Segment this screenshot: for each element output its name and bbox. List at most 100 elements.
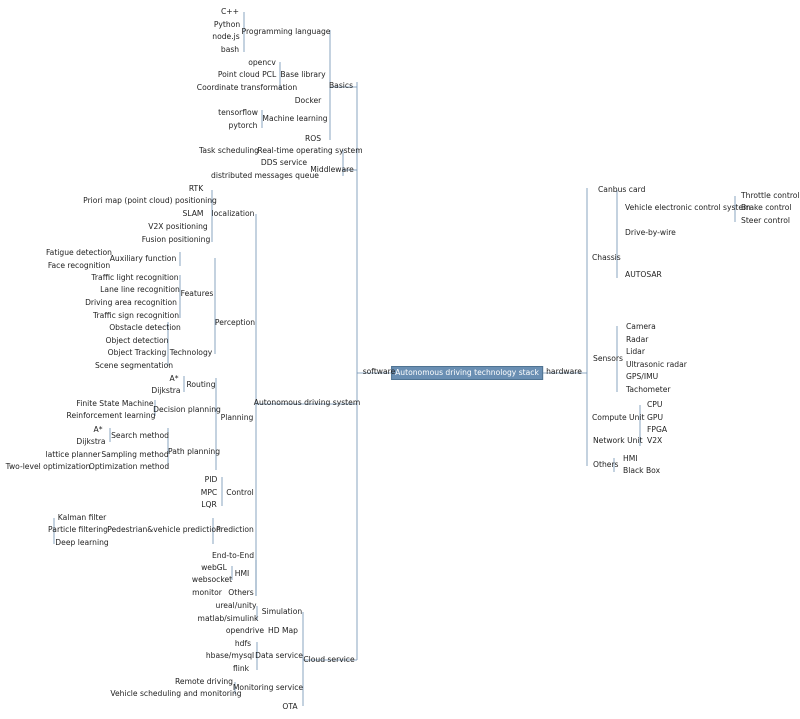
node-machine-learning[interactable]: Machine learning [262,114,328,123]
node-particle-filtering[interactable]: Particle filtering [48,525,108,534]
node-pytorch[interactable]: pytorch [228,121,258,130]
node-obstacle-detection[interactable]: Obstacle detection [109,323,181,332]
node-sensors[interactable]: Sensors [593,354,623,363]
node-monitor[interactable]: monitor [192,588,222,597]
node-auxiliary-function[interactable]: Auxiliary function [109,254,177,263]
node-end-to-end[interactable]: End-to-End [211,551,255,560]
node-cpu[interactable]: CPU [647,400,663,409]
node-webgl[interactable]: webGL [201,563,227,572]
node-dds-service[interactable]: DDS service [260,158,308,167]
node-remote-driving[interactable]: Remote driving [174,677,234,686]
node-path-planning[interactable]: Path planning [167,447,221,456]
node-programming-language[interactable]: Programming language [241,27,331,36]
node-lidar[interactable]: Lidar [626,347,645,356]
node-throttle-control[interactable]: Throttle control [741,191,800,200]
node-task-scheduling[interactable]: Task scheduling [199,146,259,155]
node-distributed-messages-queue[interactable]: distributed messages queue [211,171,319,180]
node-lattice-planner[interactable]: lattice planner [45,450,101,459]
node-gps-imu[interactable]: GPS/IMU [626,372,659,381]
node-hmi-software[interactable]: HMI [234,569,250,578]
node-search-method[interactable]: Search method [111,431,169,440]
node-others-software[interactable]: Others [228,588,254,597]
node-matlab-simulink[interactable]: matlab/simulink [197,614,259,623]
node-hd-map[interactable]: HD Map [268,626,298,635]
node-prediction[interactable]: Prediction [216,525,254,534]
node-dijkstra-routing[interactable]: Dijkstra [151,386,181,395]
node-tachometer[interactable]: Tachometer [626,385,671,394]
node-localization[interactable]: localization [211,209,255,218]
node-nodejs[interactable]: node.js [212,32,240,41]
node-priori-map-positioning[interactable]: Priori map (point cloud) positioning [83,196,217,205]
node-object-tracking[interactable]: Object Tracking [107,348,167,357]
node-deep-learning[interactable]: Deep learning [55,538,109,547]
node-fpga[interactable]: FPGA [647,425,668,434]
node-technology[interactable]: Technology [169,348,213,357]
node-face-recognition[interactable]: Face recognition [47,261,111,270]
node-rtos[interactable]: Real-time operating system [257,146,363,155]
node-autonomous-driving-system[interactable]: Autonomous driving system [253,398,361,407]
node-radar[interactable]: Radar [626,335,649,344]
node-kalman-filter[interactable]: Kalman filter [57,513,107,522]
node-mpc[interactable]: MPC [200,488,218,497]
node-camera[interactable]: Camera [626,322,656,331]
node-pedestrian-vehicle-prediction[interactable]: Pedestrian&vehicle prediction [107,525,221,534]
node-hardware[interactable]: hardware [546,367,582,376]
node-data-service[interactable]: Data service [255,651,303,660]
node-others-hardware[interactable]: Others [593,460,619,469]
node-chassis[interactable]: Chassis [592,253,621,262]
node-drive-by-wire[interactable]: Drive-by-wire [625,228,676,237]
node-ros[interactable]: ROS [304,134,322,143]
node-decision-planning[interactable]: Decision planning [153,405,221,414]
node-simulation[interactable]: Simulation [261,607,303,616]
node-sampling-method[interactable]: Sampling method [101,450,169,459]
node-software[interactable]: software [362,367,396,376]
node-vehicle-scheduling-monitoring[interactable]: Vehicle scheduling and monitoring [110,689,242,698]
node-network-unit[interactable]: Network Unit [593,436,643,445]
node-middleware[interactable]: Middleware [310,165,354,174]
node-control[interactable]: Control [226,488,254,497]
node-cloud-service[interactable]: Cloud service [303,655,355,664]
node-black-box[interactable]: Black Box [623,466,661,475]
node-websocket[interactable]: websocket [191,575,233,584]
node-hdfs[interactable]: hdfs [234,639,252,648]
node-steer-control[interactable]: Steer control [741,216,790,225]
node-traffic-sign-recognition[interactable]: Traffic sign recognition [92,311,180,320]
node-fusion-positioning[interactable]: Fusion positioning [141,235,211,244]
node-driving-area-recognition[interactable]: Driving area recognition [85,298,177,307]
node-coordinate-transformation[interactable]: Coordinate transformation [196,83,298,92]
node-canbus-card[interactable]: Canbus card [598,185,646,194]
node-lane-line-recognition[interactable]: Lane line recognition [100,285,180,294]
node-v2x-positioning[interactable]: V2X positioning [148,222,208,231]
node-unreal-unity[interactable]: ureal/unity [215,601,257,610]
node-planning[interactable]: Planning [220,413,254,422]
node-routing[interactable]: Routing [186,380,216,389]
node-monitoring-service[interactable]: Monitoring service [232,683,304,692]
node-base-library[interactable]: Base library [280,70,326,79]
node-scene-segmentation[interactable]: Scene segmentation [94,361,174,370]
node-features[interactable]: Features [180,289,214,298]
node-pid[interactable]: PID [204,475,218,484]
node-object-detection[interactable]: Object detection [105,336,169,345]
node-traffic-light-recognition[interactable]: Traffic light recognition [91,273,179,282]
node-gpu[interactable]: GPU [647,413,664,422]
node-dijkstra-search[interactable]: Dijkstra [76,437,106,446]
node-two-level-optimization[interactable]: Two-level optimization [5,462,91,471]
node-slam[interactable]: SLAM [182,209,204,218]
node-finite-state-machine[interactable]: Finite State Machine [76,399,154,408]
node-docker[interactable]: Docker [294,96,322,105]
node-opendrive[interactable]: opendrive [225,626,265,635]
node-basics[interactable]: Basics [328,81,354,90]
root-node[interactable]: Autonomous driving technology stack [391,366,543,380]
node-point-cloud-pcl[interactable]: Point cloud PCL [217,70,277,79]
node-compute-unit[interactable]: Compute Unit [592,413,645,422]
node-reinforcement-learning[interactable]: Reinforcement learning [66,411,156,420]
node-opencv[interactable]: opencv [248,58,276,67]
node-bash[interactable]: bash [220,45,240,54]
node-perception[interactable]: Perception [214,318,256,327]
node-tensorflow[interactable]: tensorflow [218,108,258,117]
node-hmi-hardware[interactable]: HMI [623,454,638,463]
node-ultrasonic-radar[interactable]: Ultrasonic radar [626,360,687,369]
node-cpp[interactable]: C++ [220,7,240,16]
node-optimization-method[interactable]: Optimization method [88,462,170,471]
node-autosar[interactable]: AUTOSAR [625,270,662,279]
